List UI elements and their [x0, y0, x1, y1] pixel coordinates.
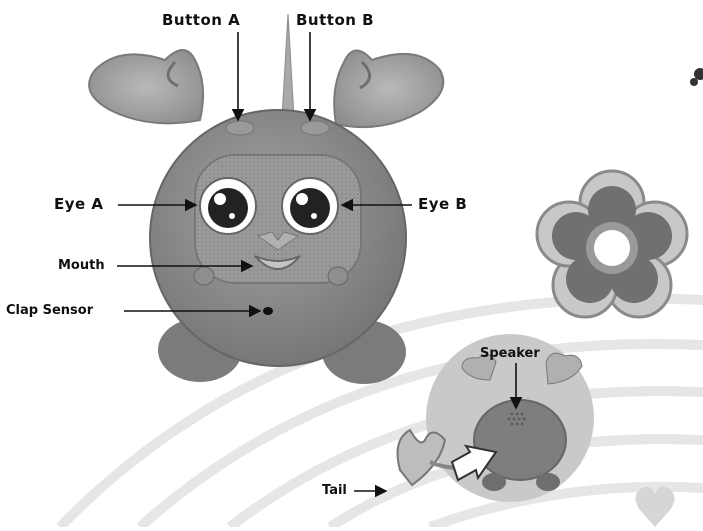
label-speaker: Speaker [480, 346, 540, 361]
toy-main [89, 14, 443, 384]
eye-a-icon [200, 178, 256, 234]
label-button-a: Button A [162, 11, 240, 29]
label-eye-b: Eye B [418, 195, 467, 213]
clap-sensor-icon [263, 307, 273, 315]
decor-flower-fragment [690, 68, 703, 86]
label-tail: Tail [322, 483, 347, 498]
label-button-b: Button B [296, 11, 374, 29]
label-clap-sensor: Clap Sensor [6, 303, 93, 318]
eye-b-icon [282, 178, 338, 234]
label-eye-a: Eye A [54, 195, 104, 213]
flower-icon [537, 171, 687, 317]
label-mouth: Mouth [58, 258, 105, 273]
button-a-icon [226, 121, 254, 135]
button-b-icon [301, 121, 329, 135]
heart-icon [635, 487, 674, 527]
